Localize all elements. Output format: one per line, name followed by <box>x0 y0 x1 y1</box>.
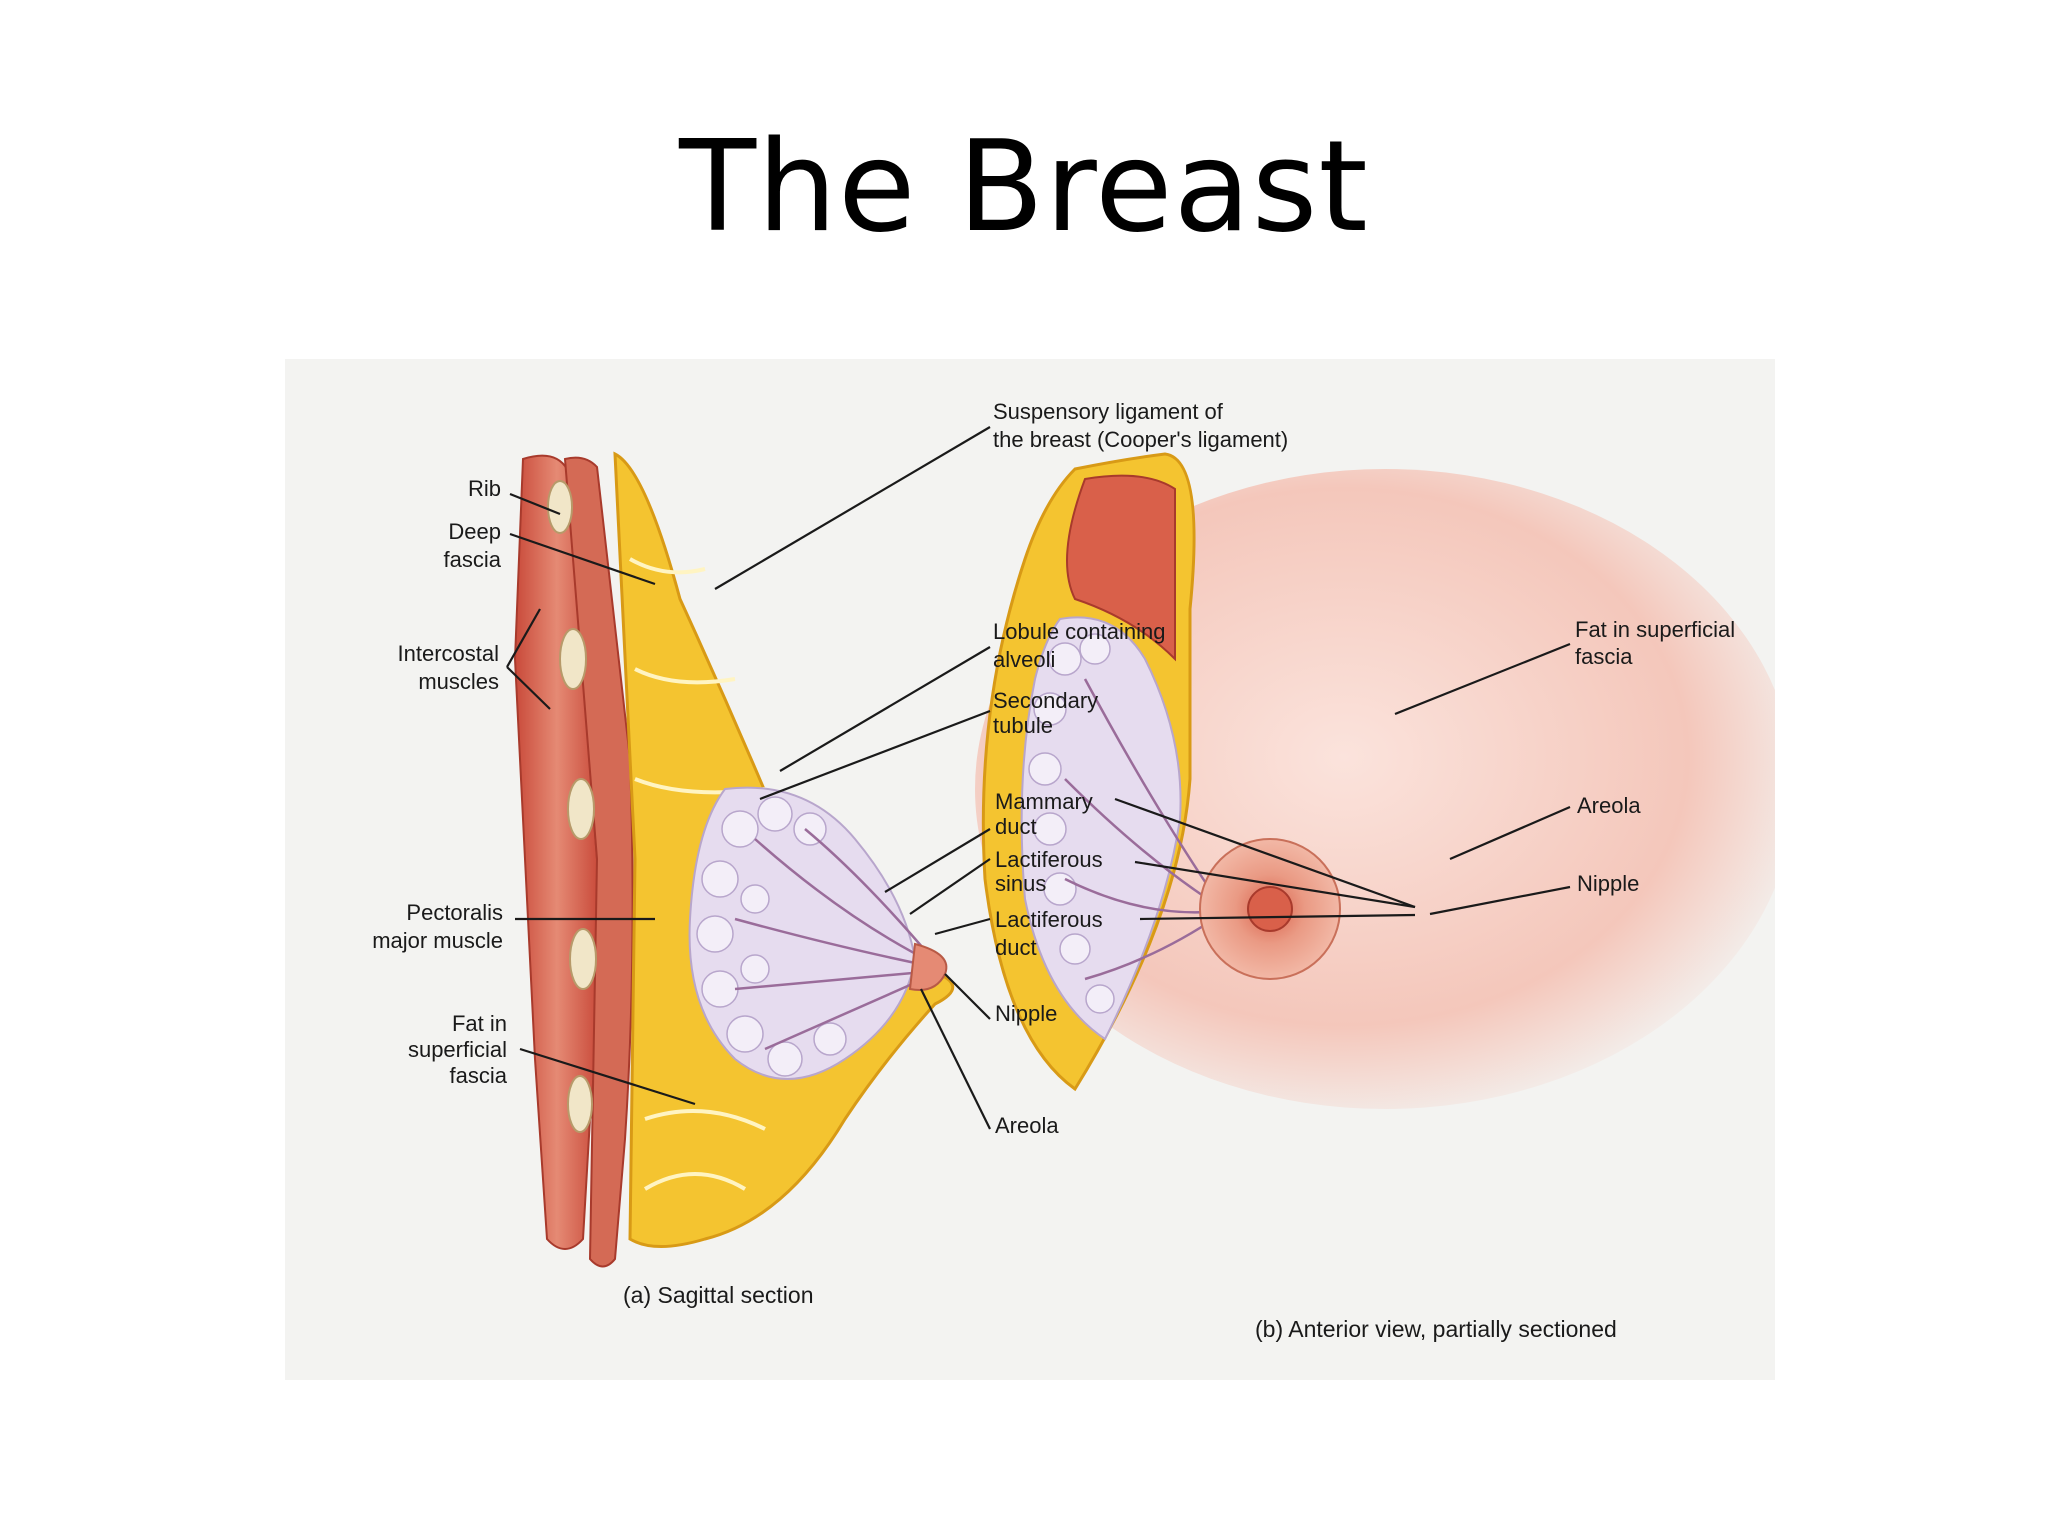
sagittal-section <box>513 451 955 1268</box>
glandular-tissue <box>688 786 917 1080</box>
label-suspensory-line1: Suspensory ligament of <box>993 399 1224 424</box>
leader-lines <box>506 426 1571 1130</box>
rib-1 <box>547 480 573 534</box>
label-mammary-line1: Mammary <box>995 789 1093 814</box>
caption-sagittal: (a) Sagittal section <box>623 1282 813 1308</box>
label-mammary-line2: duct <box>995 814 1037 839</box>
caption-anterior: (b) Anterior view, partially sectioned <box>1255 1316 1617 1342</box>
nipple-anterior <box>1247 886 1293 932</box>
label-pectoralis-line1: Pectoralis <box>406 900 503 925</box>
fat-lobulation <box>629 557 766 1191</box>
label-areola-a: Areola <box>995 1113 1059 1138</box>
label-fat-b-line2: fascia <box>1575 644 1633 669</box>
anterior-view <box>975 452 1775 1109</box>
slide-title: The Breast <box>679 113 1369 260</box>
labels: Suspensory ligament of the breast (Coope… <box>372 399 1735 1342</box>
label-deep-fascia-line2: fascia <box>444 547 502 572</box>
lobule-clusters <box>696 796 847 1077</box>
label-lobule-line1: Lobule containing <box>993 619 1165 644</box>
anatomy-illustration: Suspensory ligament of the breast (Coope… <box>372 399 1775 1342</box>
label-sinus-line2: sinus <box>995 871 1046 896</box>
label-secondary-line2: tubule <box>993 713 1053 738</box>
label-rib: Rib <box>468 476 501 501</box>
rib-3 <box>567 778 595 840</box>
ribs <box>547 480 597 1133</box>
label-fat-a-line1: Fat in <box>452 1011 507 1036</box>
pectoral-muscle-anterior <box>1066 474 1176 662</box>
label-nipple-b: Nipple <box>1577 871 1639 896</box>
label-sinus-line1: Lactiferous <box>995 847 1103 872</box>
rib-5 <box>567 1075 593 1133</box>
label-pectoralis-line2: major muscle <box>372 928 503 953</box>
label-fat-a-line3: fascia <box>450 1063 508 1088</box>
label-areola-b: Areola <box>1577 793 1641 818</box>
label-secondary-line1: Secondary <box>993 688 1098 713</box>
glandular-tissue-anterior <box>1020 616 1182 1041</box>
label-intercostal-line2: muscles <box>418 669 499 694</box>
label-fat-a-line2: superficial <box>408 1037 507 1062</box>
rib-2 <box>559 628 587 690</box>
label-lobule-line2: alveoli <box>993 647 1055 672</box>
label-intercostal-line1: Intercostal <box>398 641 500 666</box>
breast-anatomy-figure: Suspensory ligament of the breast (Coope… <box>285 359 1775 1380</box>
label-fat-b-line1: Fat in superficial <box>1575 617 1735 642</box>
label-deep-fascia-line1: Deep <box>448 519 501 544</box>
label-lduct-line1: Lactiferous <box>995 907 1103 932</box>
label-lduct-line2: duct <box>995 935 1037 960</box>
label-nipple-a: Nipple <box>995 1001 1057 1026</box>
rib-4 <box>569 928 597 990</box>
label-suspensory-line2: the breast (Cooper's ligament) <box>993 427 1288 452</box>
lobule-clusters-anterior <box>1028 633 1115 1014</box>
